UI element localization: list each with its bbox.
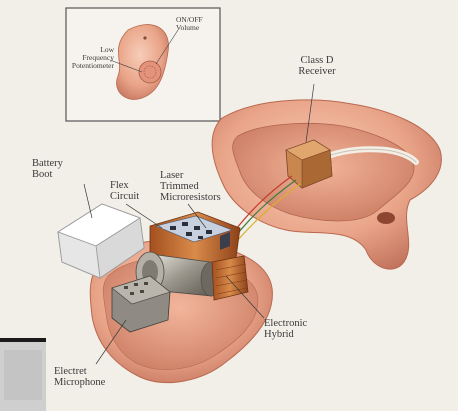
vent-hole xyxy=(377,212,395,224)
label-laser-trimmed-microresistors: Laser Trimmed Microresistors xyxy=(160,170,221,203)
label-class-d-receiver: Class D Receiver xyxy=(292,55,342,77)
label-low-frequency-potentiometer: Low Frequency Potentiometer xyxy=(70,46,114,70)
photo-fragment xyxy=(0,338,46,411)
label-flex-circuit: Flex Circuit xyxy=(110,180,139,202)
label-on-off-volume: ON/OFF Volume xyxy=(176,16,203,32)
label-electronic-hybrid: Electronic Hybrid xyxy=(264,318,307,340)
inset-volume-dial xyxy=(139,61,161,83)
label-electret-microphone: Electret Microphone xyxy=(54,366,105,388)
copper-coil xyxy=(212,256,248,300)
label-battery-boot: Battery Boot xyxy=(32,158,63,180)
